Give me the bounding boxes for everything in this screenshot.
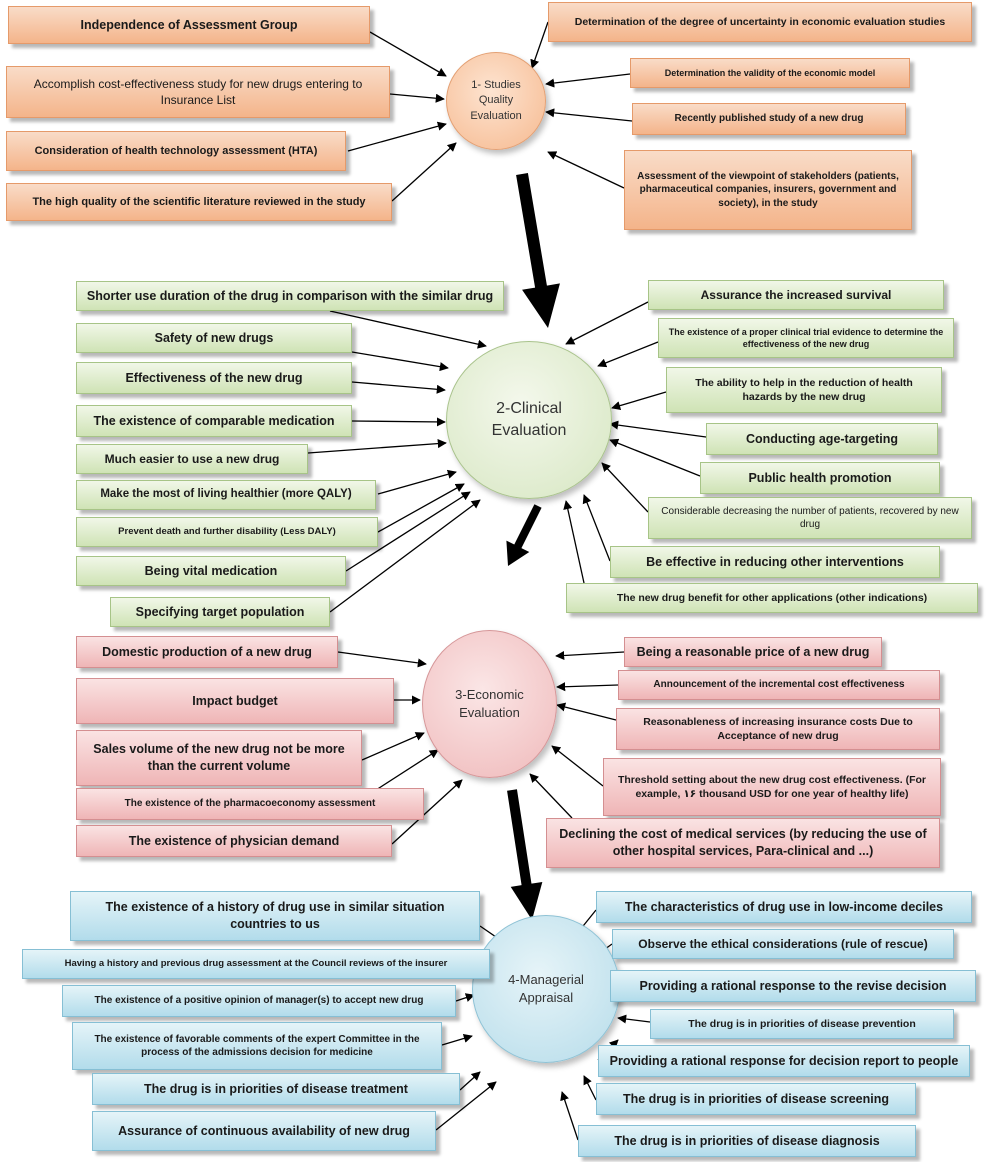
clinical-right-box: Be effective in reducing other intervent… (610, 546, 940, 578)
clinical-right-box: The ability to help in the reduction of … (666, 367, 942, 413)
stage-3-to-4-arrow (507, 789, 543, 920)
thin-arrow (337, 651, 427, 668)
thin-arrow (560, 1091, 579, 1141)
thin-arrow (545, 108, 633, 122)
managerial-left-box: The existence of a history of drug use i… (70, 891, 480, 941)
managerial-left-box: Assurance of continuous availability of … (92, 1111, 436, 1151)
economic-left-box: The existence of physician demand (76, 825, 392, 857)
managerial-right-box: The drug is in priorities of disease scr… (596, 1083, 916, 1115)
economic-right-box: Reasonableness of increasing insurance c… (616, 708, 940, 750)
clinical-left-box: Shorter use duration of the drug in comp… (76, 281, 504, 311)
thin-arrow (361, 732, 425, 761)
clinical-right-box: Public health promotion (700, 462, 940, 494)
economic-right-box: Announcement of the incremental cost eff… (618, 670, 940, 700)
thin-arrow (389, 93, 445, 103)
thin-arrow (556, 702, 617, 721)
managerial-right-box: Providing a rational response for decisi… (598, 1045, 970, 1077)
thin-arrow (329, 310, 487, 349)
thin-arrow (563, 500, 585, 584)
thin-arrow (601, 462, 649, 513)
thin-arrow (459, 1071, 481, 1091)
clinical-left-box: Prevent death and further disability (Le… (76, 517, 378, 547)
clinical-left-box: Specifying target population (110, 597, 330, 627)
thin-arrow (583, 1075, 597, 1101)
studies-right-box: Determination the validity of the econom… (630, 58, 910, 88)
clinical-right-box: Conducting age-targeting (706, 423, 938, 455)
studies-left-box: Consideration of health technology asses… (6, 131, 346, 171)
thin-arrow (347, 121, 447, 152)
thin-arrow (351, 417, 446, 427)
thin-arrow (617, 1014, 651, 1024)
thin-arrow (547, 151, 625, 189)
managerial-right-box: The drug is in priorities of disease dia… (578, 1125, 916, 1157)
managerial-left-box: The drug is in priorities of disease tre… (92, 1073, 460, 1105)
thin-arrow (377, 469, 457, 495)
thin-arrow (351, 381, 446, 394)
economic-right-box: Threshold setting about the new drug cos… (603, 758, 941, 816)
thin-arrow (391, 142, 457, 202)
clinical-left-box: Being vital medication (76, 556, 346, 586)
thin-arrow (597, 341, 659, 368)
stage-2-clinical-circle: 2-Clinical Evaluation (446, 341, 612, 499)
stage-1-to-2-arrow (516, 173, 560, 328)
managerial-left-box: The existence of a positive opinion of m… (62, 985, 456, 1017)
stage-3-economic-circle: 3-Economic Evaluation (422, 630, 557, 778)
thin-arrow (565, 301, 649, 345)
thin-arrow (377, 483, 465, 533)
clinical-left-box: The existence of comparable medication (76, 405, 352, 437)
studies-right-box: Assessment of the viewpoint of stakehold… (624, 150, 912, 230)
thin-arrow (545, 73, 631, 88)
clinical-left-box: Safety of new drugs (76, 323, 352, 353)
thin-arrow (351, 351, 449, 372)
economic-left-box: Impact budget (76, 678, 394, 724)
managerial-right-box: The characteristics of drug use in low-i… (596, 891, 972, 923)
economic-left-box: The existence of the pharmacoeconomy ass… (76, 788, 424, 820)
clinical-left-box: Make the most of living healthier (more … (76, 480, 376, 510)
stage-1-studies-quality-circle: 1- Studies Quality Evaluation (446, 52, 546, 150)
clinical-right-box: Considerable decreasing the number of pa… (648, 497, 972, 539)
thin-arrow (609, 420, 707, 438)
clinical-left-box: Effectiveness of the new drug (76, 362, 352, 394)
studies-left-box: The high quality of the scientific liter… (6, 183, 392, 221)
studies-right-box: Determination of the degree of uncertain… (548, 2, 972, 42)
clinical-right-box: Assurance the increased survival (648, 280, 944, 310)
thin-arrow (530, 21, 549, 69)
clinical-right-box: The existence of a proper clinical trial… (658, 318, 954, 358)
economic-right-box: Being a reasonable price of a new drug (624, 637, 882, 667)
studies-right-box: Recently published study of a new drug (632, 103, 906, 135)
managerial-left-box: The existence of favorable comments of t… (72, 1022, 442, 1070)
economic-right-box: Declining the cost of medical services (… (546, 818, 940, 868)
stage-4-managerial-circle: 4-Managerial Appraisal (472, 915, 620, 1063)
stage-2-to-3-arrow (506, 504, 542, 566)
thin-arrow (555, 650, 625, 661)
managerial-left-box: Having a history and previous drug asses… (22, 949, 490, 979)
managerial-right-box: Observe the ethical considerations (rule… (612, 929, 954, 959)
clinical-left-box: Much easier to use a new drug (76, 444, 308, 474)
thin-arrow (307, 439, 447, 454)
thin-arrow (455, 993, 475, 1002)
thin-arrow (529, 773, 573, 819)
thin-arrow (582, 494, 611, 562)
managerial-right-box: Providing a rational response to the rev… (610, 970, 976, 1002)
thin-arrow (441, 1033, 473, 1046)
thin-arrow (556, 682, 619, 692)
thin-arrow (551, 745, 604, 787)
economic-left-box: Domestic production of a new drug (76, 636, 338, 668)
managerial-right-box: The drug is in priorities of disease pre… (650, 1009, 954, 1039)
clinical-right-box: The new drug benefit for other applicati… (566, 583, 978, 613)
thin-arrow (375, 749, 439, 791)
thin-arrow (609, 438, 701, 477)
studies-left-box: Independence of Assessment Group (8, 6, 370, 44)
thin-arrow (611, 391, 667, 411)
economic-left-box: Sales volume of the new drug not be more… (76, 730, 362, 786)
studies-left-box: Accomplish cost-effectiveness study for … (6, 66, 390, 118)
